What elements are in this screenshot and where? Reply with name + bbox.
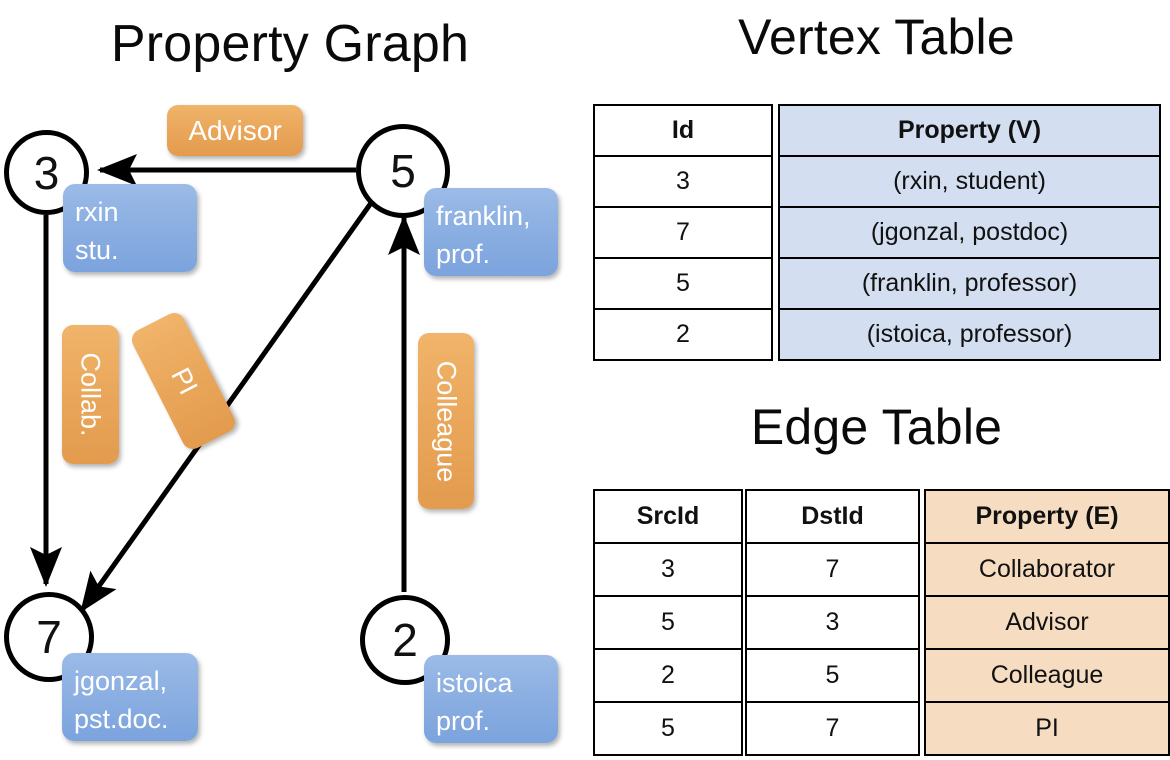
vertex-prop-box-7-line1: jgonzal, (74, 666, 168, 696)
graph-node-5[interactable]: 5 (356, 124, 450, 218)
vertex-table-title: Vertex Table (738, 9, 1015, 65)
table-row: (franklin, professor) (778, 257, 1161, 310)
table-row: (jgonzal, postdoc) (778, 206, 1161, 259)
vertex-prop-box-5-line2: prof. (436, 239, 491, 270)
edge-table: SrcId 3 5 2 5 DstId 7 3 5 7 Property (E)… (593, 489, 1170, 756)
vertex-prop-box-3: rxin stu. (63, 184, 197, 272)
vertex-prop-box-2: istoica prof. (424, 655, 558, 743)
vertex-table-column-property: Property (V) (rxin, student) (jgonzal, p… (778, 104, 1161, 361)
vertex-table-header-property: Property (V) (778, 104, 1161, 157)
table-row: 7 (745, 542, 920, 597)
table-row: (istoica, professor) (778, 308, 1161, 361)
vertex-table: Id 3 7 5 2 Property (V) (rxin, student) … (593, 104, 1161, 361)
vertex-table-header-id: Id (593, 104, 773, 157)
table-row: 5 (745, 648, 920, 703)
edge-table-header-srcid: SrcId (593, 489, 743, 544)
table-row: 3 (593, 155, 773, 208)
edge-5-to-7 (79, 194, 379, 613)
table-row: 2 (593, 308, 773, 361)
table-row: 2 (593, 648, 743, 703)
vertex-prop-box-7: jgonzal, pst.doc. (62, 653, 198, 741)
pi-label: PI (164, 362, 204, 399)
table-row: Collaborator (924, 542, 1170, 597)
advisor-label-box: Advisor (167, 105, 303, 156)
vertex-prop-box-5-line1: franklin, (436, 201, 531, 231)
table-row: 5 (593, 701, 743, 756)
graph-node-2[interactable]: 2 (360, 595, 450, 685)
advisor-label: Advisor (188, 114, 282, 146)
edge-table-column-dstid: DstId 7 3 5 7 (745, 489, 920, 756)
graph-node-7-label: 7 (36, 611, 62, 663)
vertex-prop-box-2-line2: prof. (436, 706, 491, 737)
vertex-prop-box-7-line2: pst.doc. (74, 704, 169, 735)
vertex-prop-box-5: franklin, prof. (424, 188, 558, 276)
table-row: 7 (593, 206, 773, 259)
graph-edges-svg (30, 154, 420, 613)
table-row: 7 (745, 701, 920, 756)
colleague-label-box: Colleague (418, 333, 474, 509)
colleague-label: Colleague (431, 360, 462, 482)
edge-table-column-property: Property (E) Collaborator Advisor Collea… (924, 489, 1170, 756)
graph-panel-title: Property Graph (110, 15, 470, 73)
table-row: 5 (593, 595, 743, 650)
vertex-table-column-id: Id 3 7 5 2 (593, 104, 773, 361)
graph-node-3-label: 3 (33, 146, 60, 199)
table-row: PI (924, 701, 1170, 756)
vertex-prop-box-3-line2: stu. (75, 235, 119, 266)
edge-table-column-srcid: SrcId 3 5 2 5 (593, 489, 743, 756)
collab-label: Collab. (76, 352, 107, 437)
graph-node-5-label: 5 (390, 145, 416, 197)
table-row: (rxin, student) (778, 155, 1161, 208)
graph-node-2-label: 2 (392, 614, 418, 666)
table-row: 3 (745, 595, 920, 650)
table-row: Advisor (924, 595, 1170, 650)
vertex-prop-box-2-line1: istoica (436, 668, 513, 698)
table-row: Colleague (924, 648, 1170, 703)
edge-table-title: Edge Table (750, 399, 1003, 455)
table-row: 3 (593, 542, 743, 597)
vertex-prop-box-3-line1: rxin (75, 197, 119, 227)
edge-table-header-property: Property (E) (924, 489, 1170, 544)
edge-table-header-dstid: DstId (745, 489, 920, 544)
collab-label-box: Collab. (62, 325, 119, 464)
table-row: 5 (593, 257, 773, 310)
